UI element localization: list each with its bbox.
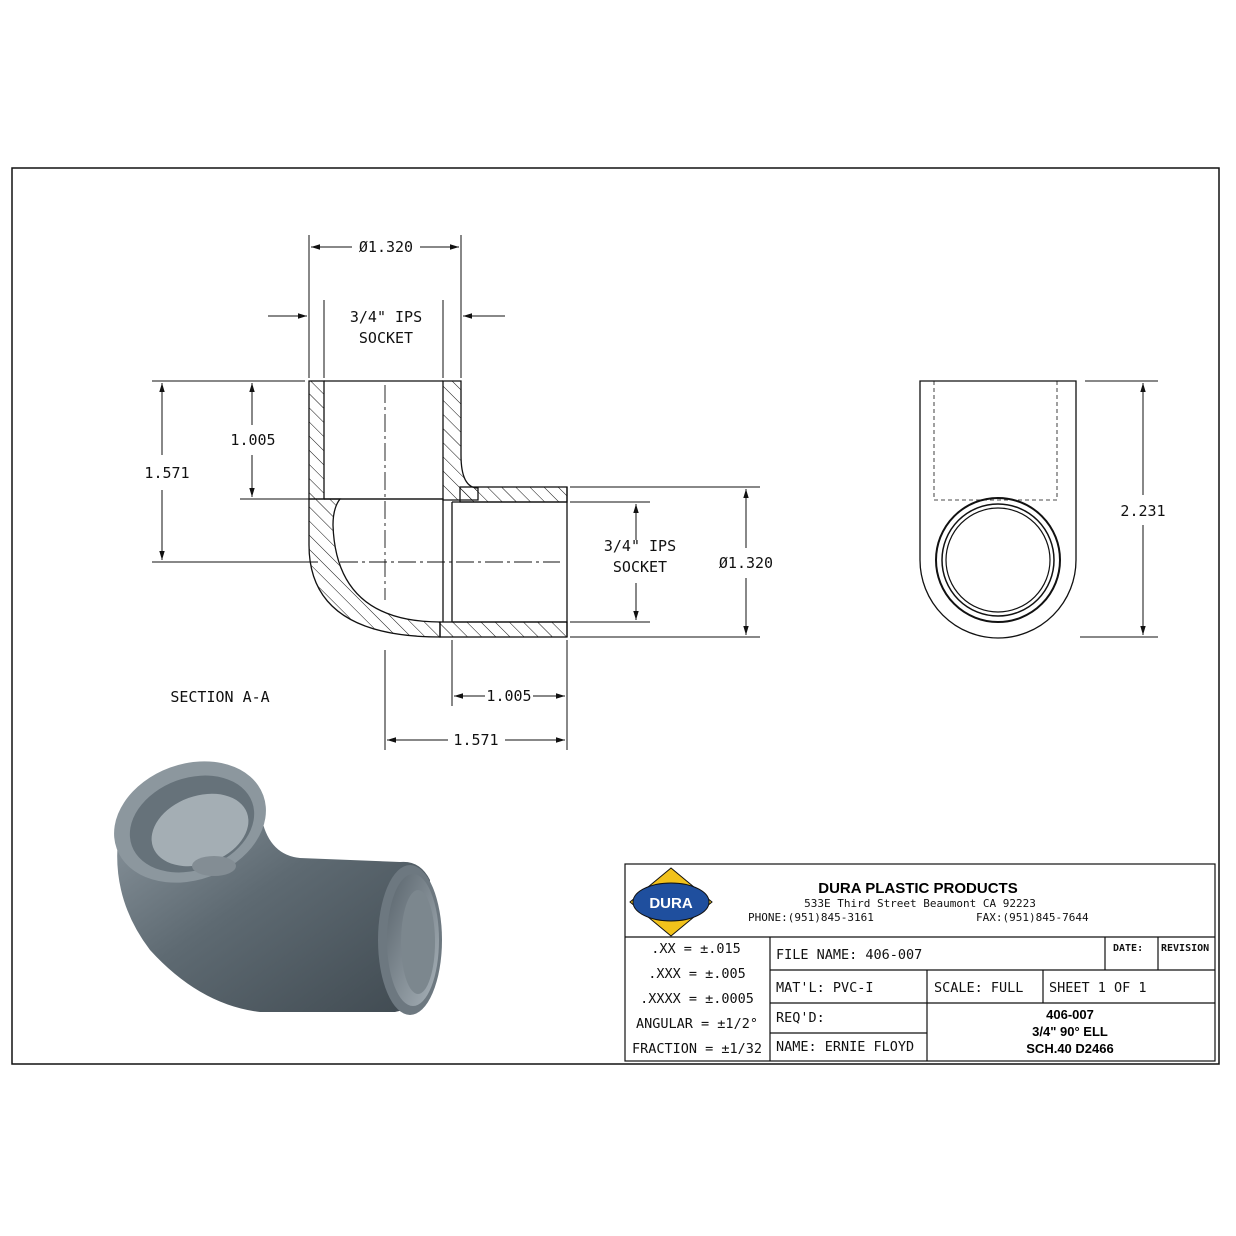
sheet-border: [11, 167, 1220, 1065]
part-spec: SCH.40 D2466: [1026, 1041, 1113, 1056]
revision-label: REVISION: [1161, 943, 1209, 954]
tolerance-angular: ANGULAR = ±1/2°: [636, 1016, 758, 1032]
reqd: REQ'D:: [776, 1010, 825, 1026]
company-fax: FAX:(951)845-7644: [976, 911, 1089, 924]
socket-label-right-2: SOCKET: [613, 558, 667, 576]
company-phone: PHONE:(951)845-3161: [748, 911, 874, 924]
tolerance-xxxx: .XXXX = ±.0005: [640, 991, 754, 1007]
scale: SCALE: FULL: [934, 980, 1023, 996]
dim-right-diameter: Ø1.320: [719, 554, 773, 572]
section-view: [308, 380, 568, 638]
company-name: DURA PLASTIC PRODUCTS: [818, 880, 1017, 897]
logo-text: DURA: [649, 895, 692, 912]
sheet-number: SHEET 1 OF 1: [1049, 980, 1147, 996]
file-name: FILE NAME: 406-007: [776, 947, 922, 963]
dim-horizontal-socket: 1.005: [486, 687, 531, 705]
company-address: 533E Third Street Beaumont CA 92223: [804, 897, 1036, 910]
socket-label-top-2: SOCKET: [359, 329, 413, 347]
drafter-name: NAME: ERNIE FLOYD: [776, 1039, 914, 1055]
material: MAT'L: PVC-I: [776, 980, 874, 996]
title-block: [624, 863, 1216, 1062]
section-dimensions: [152, 235, 760, 750]
iso-elbow-render: [114, 761, 442, 1015]
tolerance-fraction: FRACTION = ±1/32: [632, 1041, 762, 1057]
section-label: SECTION A-A: [170, 688, 269, 706]
part-description: 3/4" 90° ELL: [1032, 1024, 1108, 1039]
dim-vertical-overall: 1.571: [144, 464, 189, 482]
socket-label-top-1: 3/4" IPS: [350, 308, 422, 326]
side-view: [919, 380, 1077, 639]
tolerance-xx: .XX = ±.015: [651, 941, 740, 957]
dim-top-diameter: Ø1.320: [359, 238, 413, 256]
dim-vertical-socket: 1.005: [230, 431, 275, 449]
tolerance-xxx: .XXX = ±.005: [648, 966, 746, 982]
dim-side-height: 2.231: [1120, 502, 1165, 520]
dura-logo: DURA: [629, 867, 713, 937]
socket-label-right-1: 3/4" IPS: [604, 537, 676, 555]
side-dimensions: [1080, 380, 1158, 638]
dim-horizontal-overall: 1.571: [453, 731, 498, 749]
part-number: 406-007: [1046, 1007, 1094, 1022]
date-label: DATE:: [1113, 943, 1143, 954]
